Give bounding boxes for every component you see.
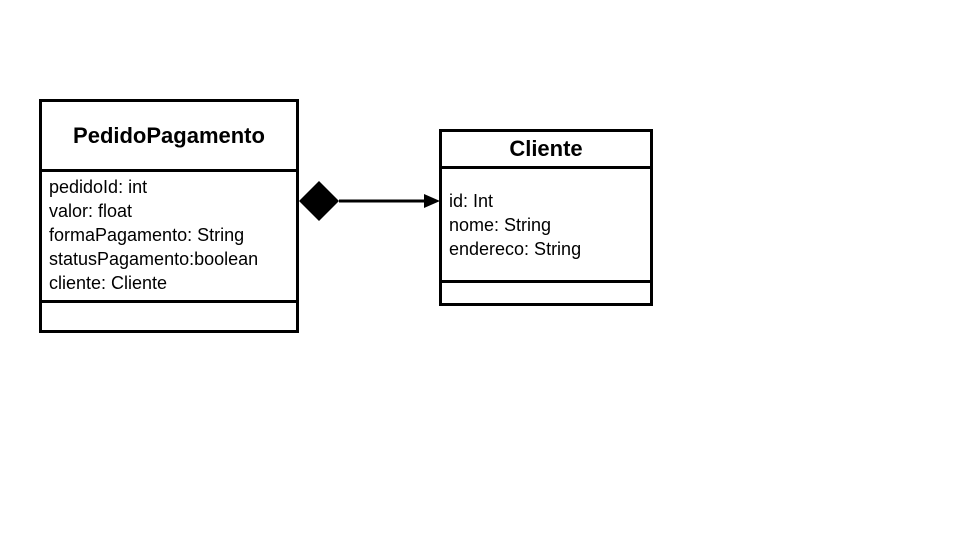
attribute-id: id: Int	[449, 191, 494, 211]
attributes-cliente: id: Int nome: String endereco: String	[442, 169, 650, 283]
methods-pedido-pagamento	[42, 303, 296, 330]
attribute-forma-pagamento: formaPagamento: String	[49, 225, 245, 245]
class-pedido-pagamento[interactable]: PedidoPagamento pedidoId: int valor: flo…	[39, 99, 299, 333]
attribute-endereco: endereco: String	[449, 239, 582, 259]
attribute-valor: valor: float	[49, 201, 133, 221]
class-name-cliente: Cliente	[442, 132, 650, 169]
attribute-status-pagamento: statusPagamento:boolean	[49, 249, 259, 269]
attribute-cliente: cliente: Cliente	[49, 273, 168, 293]
class-name-pedido-pagamento: PedidoPagamento	[42, 102, 296, 172]
composition-diamond	[299, 181, 339, 221]
methods-cliente	[442, 283, 650, 303]
attributes-pedido-pagamento: pedidoId: int valor: float formaPagament…	[42, 172, 296, 303]
navigation-arrowhead	[424, 194, 440, 208]
class-cliente[interactable]: Cliente id: Int nome: String endereco: S…	[439, 129, 653, 306]
attribute-pedido-id: pedidoId: int	[49, 177, 148, 197]
attribute-nome: nome: String	[449, 215, 552, 235]
